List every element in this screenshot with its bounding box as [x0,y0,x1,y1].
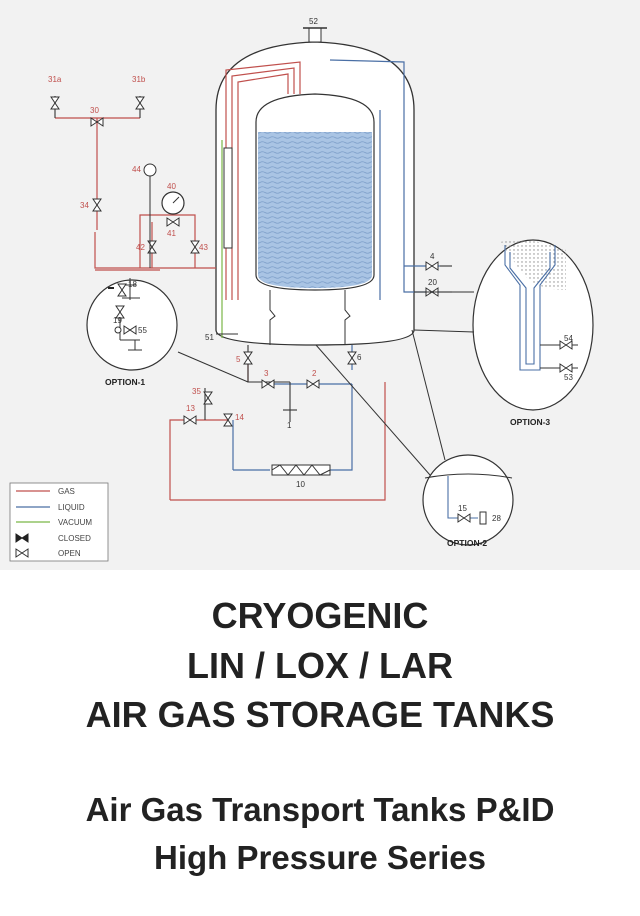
legend: GAS LIQUID VACUUM CLOSED OPEN [9,482,109,562]
tag-54: 54 [564,334,573,343]
tag-34: 34 [80,201,89,210]
tag-55: 55 [138,326,147,335]
level-gauge [223,147,233,249]
tag-18: 18 [128,280,137,289]
title-line-1: CRYOGENIC [211,595,429,636]
tag-28: 28 [492,514,501,523]
tag-4: 4 [430,252,435,261]
tag-19: 19 [113,316,122,325]
title-line-5: High Pressure Series [154,839,486,876]
tag-52: 52 [309,17,318,26]
legend-vacuum: VACUUM [58,518,92,527]
liquid-fill [258,132,372,288]
option-3-detail [472,239,594,411]
legend-open: OPEN [58,549,81,558]
tag-15: 15 [458,504,467,513]
top-nozzle [308,27,322,43]
tag-3: 3 [264,369,269,378]
tag-5: 5 [236,355,241,364]
tag-35: 35 [192,387,201,396]
tag-6: 6 [357,353,362,362]
tag-53: 53 [564,373,573,382]
tag-20: 20 [428,278,437,287]
option-2-detail [422,454,514,546]
tag-42: 42 [136,243,145,252]
tag-41: 41 [167,229,176,238]
option-2-label: OPTION-2 [447,538,487,548]
title-line-2: LIN / LOX / LAR [187,645,453,686]
tag-40: 40 [167,182,176,191]
tag-13: 13 [186,404,195,413]
gas-lines [55,61,386,501]
tag-10: 10 [296,480,305,489]
option-1-detail [86,278,178,371]
title-line-3: AIR GAS STORAGE TANKS [85,694,555,735]
tag-51: 51 [205,333,214,342]
option-1-label: OPTION-1 [105,377,145,387]
tag-43: 43 [199,243,208,252]
tag-31a: 31a [48,75,62,84]
option-3-label: OPTION-3 [510,417,550,427]
gauge-44 [143,163,157,177]
tag-31b: 31b [132,75,146,84]
legend-liquid: LIQUID [58,503,85,512]
title-line-4: Air Gas Transport Tanks P&ID [85,791,555,828]
legend-gas: GAS [58,487,75,496]
legend-closed: CLOSED [58,534,91,543]
pid-diagram: 52 31a 31b 30 34 44 40 41 42 43 18 19 55… [0,0,640,570]
tag-30: 30 [90,106,99,115]
tag-1: 1 [287,421,292,430]
tag-2: 2 [312,369,317,378]
tag-14: 14 [235,413,244,422]
tag-44: 44 [132,165,141,174]
